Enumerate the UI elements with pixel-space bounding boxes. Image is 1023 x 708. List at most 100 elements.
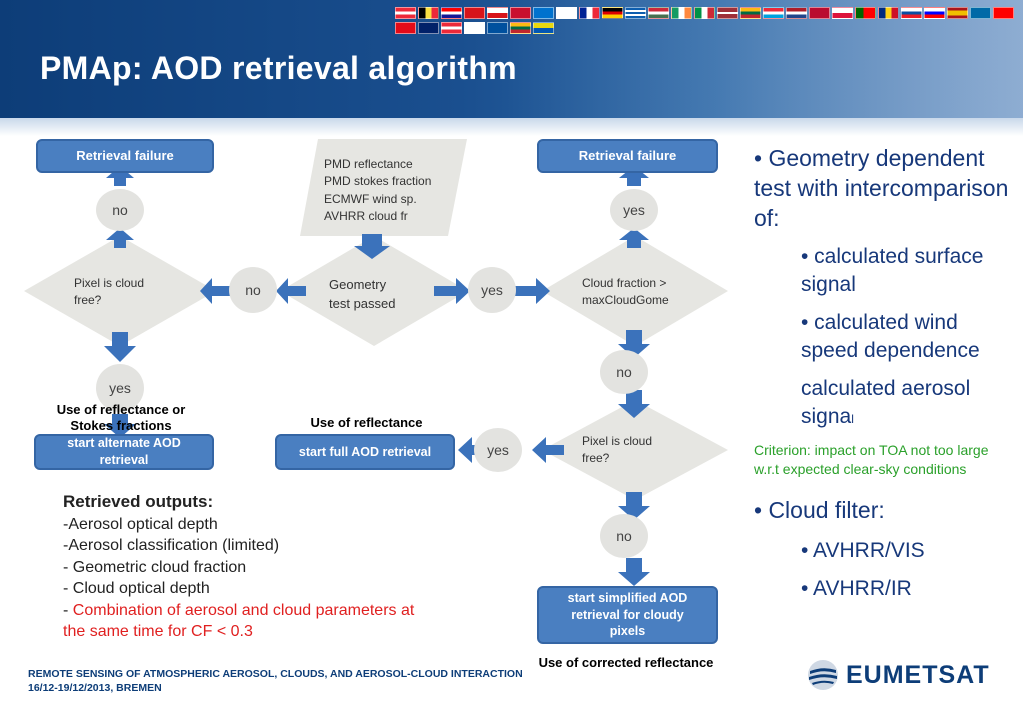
yes-circle: yes: [468, 267, 516, 313]
flag-icon: [740, 7, 761, 19]
input-item: PMD reflectance: [324, 157, 413, 171]
decision-line: free?: [74, 293, 102, 308]
arrow-left-icon: [276, 278, 306, 304]
decision-diamond-geometry: [280, 236, 468, 346]
flag-icon: [418, 7, 439, 19]
decision-diamond-right: [542, 400, 728, 500]
flag-icon: [671, 7, 692, 19]
arrow-right-icon: [514, 278, 550, 304]
arrow-up-icon: [619, 166, 649, 186]
decision-line: test passed: [329, 295, 396, 311]
banner-swoosh: [0, 118, 1023, 136]
outputs-red-line: the same time for CF < 0.3: [63, 623, 253, 640]
flag-icon: [947, 7, 968, 19]
full-aod-box: start full AOD retrieval: [275, 434, 455, 470]
decision-line: Pixel is cloud: [74, 276, 145, 290]
arrow-up-icon: [106, 166, 134, 186]
box-line: retrieval for cloudy: [571, 607, 684, 622]
flag-icon: [901, 7, 922, 19]
flag-icon: [878, 7, 899, 19]
retrieved-outputs: Retrieved outputs: -Aerosol optical dept…: [63, 491, 414, 643]
outputs-red-line: Combination of aerosol and cloud paramet…: [72, 601, 415, 619]
arrow-down-icon: [618, 558, 650, 586]
flowchart-shapes: [24, 139, 728, 586]
decision-diamond-left: [24, 236, 216, 346]
decision-pixel-cloud-free-left: Pixel is cloud free?: [74, 275, 144, 310]
sub-bullet: • AVHRR/VIS: [801, 539, 925, 562]
flag-icon: [717, 7, 738, 19]
flag-icon: [533, 7, 554, 19]
decision-line: free?: [582, 451, 610, 466]
flag-icon: [786, 7, 807, 19]
input-item: AVHRR cloud fr: [324, 209, 408, 224]
flag-icon: [625, 7, 646, 19]
flag-icon: [395, 22, 416, 34]
box-line: start alternate AOD: [67, 436, 181, 451]
no-circle: no: [600, 514, 648, 558]
no-circle: no: [229, 267, 277, 313]
outputs-dash: -: [63, 601, 73, 619]
decision-geometry-test: Geometry test passed: [329, 276, 396, 314]
sub-bullet: • calculated surface signal: [801, 245, 984, 296]
flag-icon: [924, 7, 945, 19]
outputs-item: - Geometric cloud fraction: [63, 558, 247, 576]
input-item: PMD stokes fraction: [324, 174, 432, 189]
input-parallelogram: [300, 139, 467, 236]
input-list: PMD reflectance PMD stokes fraction ECMW…: [324, 156, 431, 226]
flowchart: Retrieval failure Retrieval failure PMD …: [24, 128, 734, 648]
flag-icon: [464, 7, 485, 19]
page-title: PMAp: AOD retrieval algorithm: [40, 50, 517, 86]
sub-bullet: • calculated wind speed dependence: [801, 311, 980, 362]
alternate-aod-box: start alternate AOD retrieval: [34, 434, 214, 470]
arrow-down-icon: [104, 414, 136, 438]
retrieval-failure-left-box: Retrieval failure: [36, 139, 214, 173]
arrow-down-icon: [618, 492, 650, 520]
note-corrected-reflectance: Use of corrected reflectance: [538, 655, 714, 670]
arrow-up-icon: [619, 228, 649, 248]
banner-satellite-image: [503, 0, 1023, 118]
outputs-item: -Aerosol optical depth: [63, 515, 218, 533]
arrow-up-icon: [106, 228, 134, 248]
flag-icon: [418, 22, 439, 34]
arrow-down-icon: [618, 390, 650, 418]
flag-icon: [579, 7, 600, 19]
note-line: Stokes fractions: [70, 418, 172, 434]
flag-icon: [763, 7, 784, 19]
criterion-note: Criterion: impact on TOA not too large w…: [754, 442, 989, 477]
decision-cloud-fraction: Cloud fraction > maxCloudGome: [582, 275, 669, 310]
bullet-cloud-filter: • Cloud filter:: [754, 497, 885, 523]
flag-icon: [832, 7, 853, 19]
input-item: ECMWF wind sp.: [324, 191, 417, 206]
yes-circle: yes: [96, 364, 144, 412]
note-reflectance-or-stokes: Use of reflectance or Stokes fractions: [42, 402, 200, 435]
flag-icon: [648, 7, 669, 19]
outputs-item: - Cloud optical depth: [63, 580, 210, 597]
flag-icon: [694, 7, 715, 19]
arrow-left-icon: [200, 278, 230, 304]
flag-icon: [510, 22, 531, 34]
box-line: retrieval: [99, 453, 149, 467]
decision-diamond-cloud-fraction: [542, 236, 728, 346]
flag-icon: [487, 7, 508, 19]
arrow-left-icon: [532, 437, 564, 463]
decision-line: Cloud fraction >: [582, 276, 667, 290]
logo-text: EUMETSAT: [846, 660, 990, 689]
flag-icon: [855, 7, 876, 19]
no-circle: no: [96, 189, 144, 231]
flow-arrows: [104, 166, 650, 586]
decision-line: Pixel is cloud: [582, 434, 653, 448]
flag-icon: [809, 7, 830, 19]
header-banner: PMAp: AOD retrieval algorithm: [0, 0, 1023, 118]
note-reflectance: Use of reflectance: [310, 415, 423, 430]
outputs-heading: Retrieved outputs:: [63, 492, 214, 511]
arrow-right-icon: [434, 278, 470, 304]
sub-bullet: • AVHRR/IR: [801, 577, 912, 600]
flag-icon: [441, 7, 462, 19]
yes-circle: yes: [474, 428, 522, 472]
footer: REMOTE SENSING OF ATMOSPHERIC AEROSOL, C…: [28, 667, 523, 695]
globe-icon: [808, 660, 838, 690]
flag-icon: [464, 22, 485, 34]
sub-bullet-text: calculated aerosol signa: [801, 377, 971, 428]
decision-line: Geometry: [329, 277, 387, 292]
